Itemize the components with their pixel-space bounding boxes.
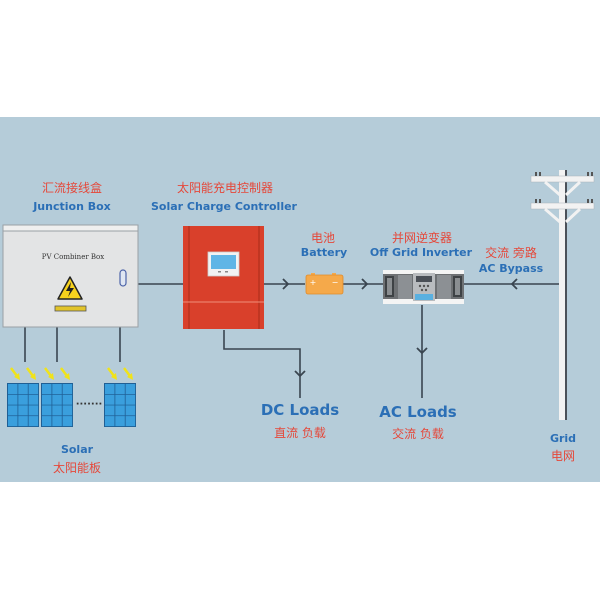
- sun-ray-icon: [60, 367, 70, 380]
- sun-ray-icon: [44, 367, 54, 380]
- panel-ellipsis: ·······: [76, 399, 103, 410]
- grid-label-cn: 电网: [550, 449, 576, 463]
- battery-label-en: Battery: [300, 246, 348, 259]
- ac-loads-label-cn: 交流 负载: [392, 427, 444, 441]
- warning-label-plate: [54, 305, 87, 312]
- battery-plus-sign: +: [310, 278, 317, 287]
- sun-ray-icon: [10, 367, 20, 380]
- line-controller-to-dc-loads: [223, 330, 301, 398]
- sun-ray-icon: [123, 367, 133, 380]
- solar-panel: [7, 367, 39, 427]
- solar-label-en: Solar: [60, 443, 94, 456]
- ac-loads-label-en: AC Loads: [379, 403, 457, 421]
- sun-ray-icon: [26, 367, 36, 380]
- ac-bypass-label-cn: 交流 旁路: [485, 246, 537, 260]
- arrow-left-icon: [510, 278, 518, 290]
- junction-box-label-en: Junction Box: [33, 200, 111, 213]
- ac-bypass-label-en: AC Bypass: [478, 262, 544, 275]
- junction-box-label-cn: 汇流接线盒: [41, 181, 103, 195]
- warning-high-voltage-icon: [57, 276, 83, 300]
- grid-label-en: Grid: [549, 432, 577, 445]
- inverter-control-panel: [413, 273, 435, 301]
- battery-minus-sign: −: [332, 278, 339, 287]
- pv-combiner-box[interactable]: [2, 224, 139, 328]
- inverter-label-en: Off Grid Inverter: [369, 246, 473, 259]
- solar-panel: [104, 367, 136, 427]
- solar-panel-array: [7, 367, 136, 427]
- sun-ray-icon: [107, 367, 117, 380]
- arrow-down-icon: [294, 370, 306, 378]
- solar-label-cn: 太阳能板: [52, 461, 102, 475]
- dc-loads-label-cn: 直流 负载: [274, 426, 326, 440]
- solar-panel: [41, 367, 73, 427]
- charge-controller-label-cn: 太阳能充电控制器: [176, 181, 274, 195]
- pv-combiner-box-text: PV Combiner Box: [41, 253, 105, 261]
- controller-display: [207, 251, 240, 277]
- arrow-right-icon: [282, 278, 290, 290]
- inverter-label-cn: 并网逆变器: [391, 231, 453, 245]
- charge-controller-label-en: Solar Charge Controller: [151, 200, 297, 213]
- door-handle: [119, 269, 127, 287]
- dc-loads-label-en: DC Loads: [260, 401, 340, 419]
- arrow-down-icon: [416, 347, 428, 355]
- utility-pole-icon: [530, 170, 595, 420]
- off-grid-inverter[interactable]: [383, 270, 464, 304]
- solar-charge-controller[interactable]: [183, 226, 264, 329]
- battery[interactable]: + −: [305, 273, 344, 295]
- arrow-right-icon: [361, 278, 369, 290]
- battery-label-cn: 电池: [310, 231, 336, 245]
